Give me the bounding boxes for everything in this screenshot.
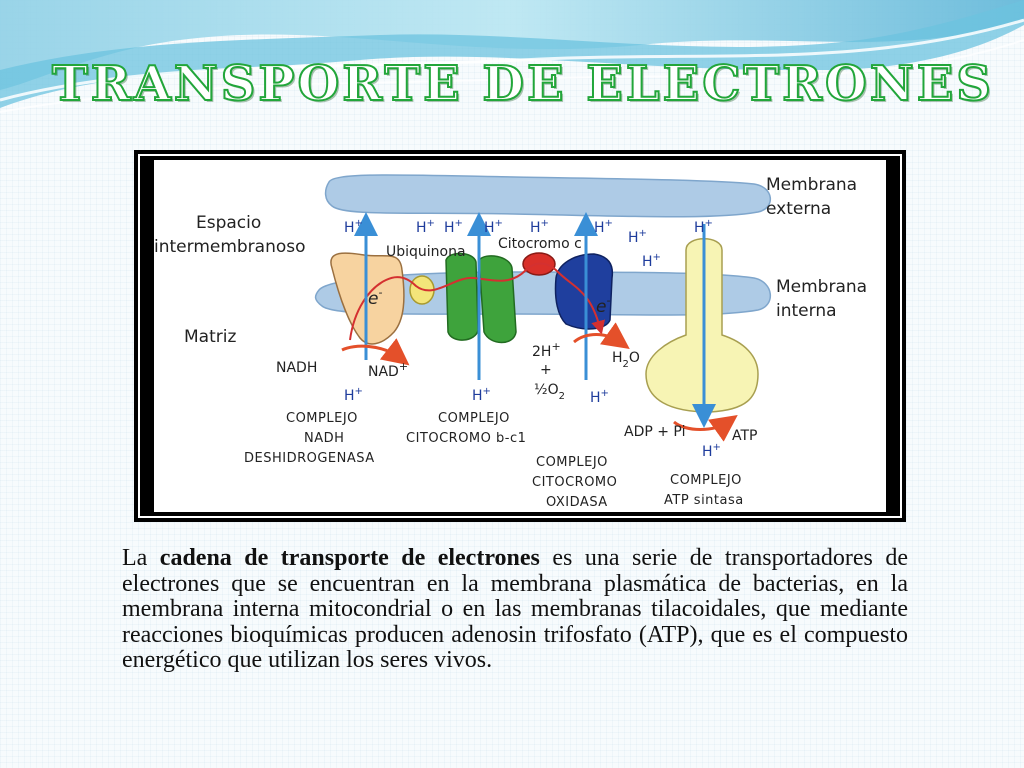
proton-h-3: H+ bbox=[444, 218, 463, 236]
slide-title: TRANSPORTE DE ELECTRONES bbox=[51, 55, 994, 113]
outer-membrane bbox=[324, 174, 771, 218]
label-citocromo-c: Citocromo c bbox=[498, 236, 582, 252]
proton-h-9: H+ bbox=[694, 218, 713, 236]
label-complex-4-line-3: OXIDASA bbox=[546, 495, 608, 510]
label-complex-3-line-2: CITOCROMO b-c1 bbox=[406, 431, 526, 446]
label-h2o: H2O bbox=[612, 350, 640, 370]
description-term: cadena de transporte de electrones bbox=[159, 545, 540, 571]
proton-h-12: H+ bbox=[590, 388, 609, 406]
proton-labels: H+ H+ H+ H+ H+ H+ H+ H+ H+ H+ H+ H+ H+ bbox=[344, 218, 721, 460]
label-half-o2: ½O2 bbox=[534, 382, 565, 402]
label-complex-5-line-1: COMPLEJO bbox=[670, 473, 742, 488]
label-complex-4-line-1: COMPLEJO bbox=[536, 455, 608, 470]
electron-transport-diagram: Espacio intermembranoso Matriz Membrana … bbox=[154, 160, 886, 512]
atp-reaction-arrow bbox=[673, 415, 738, 442]
label-matriz: Matriz bbox=[184, 327, 236, 347]
proton-h-8: H+ bbox=[642, 252, 661, 270]
label-ubiquinona: Ubiquinona bbox=[386, 244, 466, 260]
complex-3-shape bbox=[445, 252, 479, 341]
proton-h-1: H+ bbox=[344, 218, 363, 236]
label-membrana-externa-1: Membrana bbox=[766, 175, 857, 195]
label-nadh: NADH bbox=[276, 360, 317, 376]
label-complex-1-line-1: COMPLEJO bbox=[286, 411, 358, 426]
proton-h-13: H+ bbox=[702, 442, 721, 460]
proton-h-7: H+ bbox=[628, 228, 647, 246]
label-complex-5-line-2: ATP sintasa bbox=[664, 493, 744, 508]
complex-4-shape bbox=[554, 253, 614, 330]
electron-symbol-complex-1: e- bbox=[368, 286, 382, 309]
description-paragraph: La cadena de transporte de electrones es… bbox=[122, 545, 908, 674]
label-adp-pi: ADP + Pi bbox=[624, 424, 685, 440]
proton-h-2: H+ bbox=[416, 218, 435, 236]
label-membrana-interna-2: interna bbox=[776, 301, 837, 321]
label-complex-4-line-2: CITOCROMO bbox=[532, 475, 617, 490]
proton-h-11: H+ bbox=[472, 386, 491, 404]
label-membrana-externa-2: externa bbox=[766, 199, 831, 219]
proton-h-5: H+ bbox=[530, 218, 549, 236]
nadh-reaction-arrow bbox=[341, 338, 410, 366]
header-wave-decoration bbox=[0, 0, 1024, 113]
label-complex-1-line-2: NADH bbox=[304, 431, 344, 446]
label-complex-3-line-1: COMPLEJO bbox=[438, 411, 510, 426]
description-lead: La bbox=[122, 545, 148, 571]
label-atp: ATP bbox=[732, 428, 757, 444]
label-plus: + bbox=[540, 362, 552, 378]
description-text: es una serie de transportadores de elect… bbox=[122, 545, 908, 673]
label-intermembranoso: intermembranoso bbox=[154, 237, 306, 257]
diagram-frame: Espacio intermembranoso Matriz Membrana … bbox=[134, 150, 906, 522]
electron-symbol-complex-4: e- bbox=[596, 294, 610, 317]
diagram-canvas bbox=[154, 160, 886, 512]
electron-path bbox=[349, 262, 605, 341]
label-two-h: 2H+ bbox=[532, 340, 561, 360]
oxygen-reaction-arrow bbox=[573, 322, 630, 349]
proton-h-10: H+ bbox=[344, 386, 363, 404]
label-espacio: Espacio bbox=[196, 213, 261, 233]
proton-h-4: H+ bbox=[484, 218, 503, 236]
label-nad: NAD+ bbox=[368, 360, 408, 380]
atp-synthase-shape bbox=[645, 238, 759, 413]
complex-3-shape-b bbox=[478, 255, 517, 344]
proton-h-6: H+ bbox=[594, 218, 613, 236]
label-complex-1-line-3: DESHIDROGENASA bbox=[244, 451, 375, 466]
label-membrana-interna-1: Membrana bbox=[776, 277, 867, 297]
